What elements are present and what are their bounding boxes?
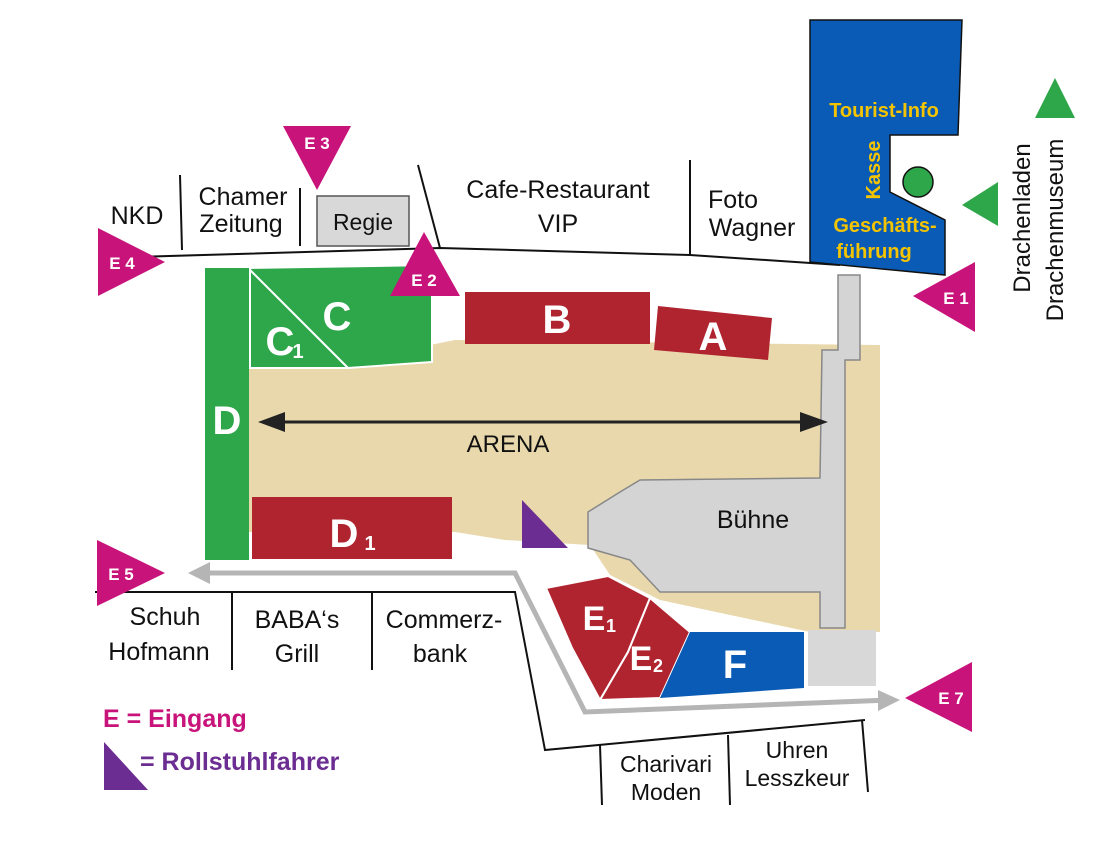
shop-schuh-line2: Hofmann bbox=[108, 638, 209, 666]
drachenladen-arrow bbox=[962, 182, 998, 226]
drachenmuseum-arrow bbox=[1035, 78, 1075, 118]
stage bbox=[587, 274, 861, 629]
entrance-e4-triangle bbox=[98, 228, 165, 296]
entrance-e4-label: E 4 bbox=[109, 254, 135, 273]
arena-label: ARENA bbox=[467, 431, 550, 458]
section-c1-sub: 1 bbox=[292, 341, 303, 363]
section-f[interactable] bbox=[660, 632, 804, 698]
entrance-e1[interactable]: E 1 bbox=[913, 262, 975, 332]
arena-arrow-left-head bbox=[258, 412, 285, 432]
wall-uhren-right bbox=[861, 719, 869, 793]
shop-uhren-line2: Lesszkeur bbox=[745, 765, 850, 791]
walkway-left-head bbox=[188, 562, 210, 584]
shop-chamer-line2: Zeitung bbox=[199, 210, 282, 238]
section-a[interactable] bbox=[654, 306, 772, 360]
legend-rollstuhl: = Rollstuhlfahrer bbox=[140, 748, 340, 776]
walkway-right-head bbox=[878, 690, 900, 711]
section-c1-label: C bbox=[266, 320, 295, 364]
section-a-label: A bbox=[699, 315, 728, 359]
entrance-e2-label: E 2 bbox=[411, 271, 437, 290]
entrance-e5[interactable]: E 5 bbox=[97, 540, 165, 606]
legend-eingang: E = Eingang bbox=[103, 705, 247, 733]
grey-block bbox=[808, 630, 876, 686]
tourist-info-label: Tourist-Info bbox=[829, 100, 939, 122]
shop-uhren-line1: Uhren bbox=[766, 737, 829, 763]
stage-label: Bühne bbox=[717, 506, 789, 534]
wall-charivari-left bbox=[599, 744, 603, 806]
entrance-e5-label: E 5 bbox=[108, 565, 134, 584]
arena-arrow-right-head bbox=[800, 412, 828, 432]
shop-regie: Regie bbox=[333, 209, 393, 235]
section-e2-label: E bbox=[630, 640, 653, 678]
bottom-building-outline bbox=[95, 591, 866, 752]
section-e2[interactable] bbox=[598, 596, 692, 702]
entrance-e1-triangle bbox=[913, 262, 975, 332]
wheelchair-marker bbox=[522, 500, 568, 548]
entrance-e4[interactable]: E 4 bbox=[98, 228, 165, 296]
shop-cafe-line1: Cafe-Restaurant bbox=[466, 176, 649, 204]
shop-schuh-line1: Schuh bbox=[130, 603, 201, 631]
regie-box bbox=[316, 195, 410, 247]
walkway-path bbox=[200, 570, 891, 715]
entrance-e2-triangle bbox=[390, 232, 460, 296]
shop-charivari-line2: Moden bbox=[631, 779, 701, 805]
section-d1-label: D bbox=[330, 512, 359, 556]
section-f-label: F bbox=[723, 643, 747, 687]
geschaeftsfuehrung-line2: führung bbox=[836, 241, 912, 263]
shop-commerz-line1: Commerz- bbox=[386, 606, 503, 634]
wall-nkd-chamer bbox=[179, 174, 183, 251]
wall-charivari-uhren bbox=[727, 734, 731, 806]
section-b-label: B bbox=[543, 298, 572, 342]
tourist-info-building bbox=[809, 19, 963, 276]
shop-chamer-line1: Chamer bbox=[199, 183, 288, 211]
section-c-label: C bbox=[323, 295, 352, 339]
drachenladen-marker bbox=[902, 166, 934, 198]
section-d-label: D bbox=[213, 399, 242, 443]
shop-charivari-line1: Charivari bbox=[620, 751, 712, 777]
legend-wheelchair-icon bbox=[104, 742, 148, 790]
entrance-e3-triangle bbox=[283, 126, 351, 190]
section-e2-sub: 2 bbox=[653, 656, 663, 676]
kasse-label: Kasse bbox=[863, 141, 885, 200]
shop-baba-line2: Grill bbox=[275, 640, 319, 668]
entrance-e2[interactable]: E 2 bbox=[390, 232, 460, 296]
section-c1[interactable] bbox=[249, 267, 351, 369]
section-d[interactable] bbox=[205, 268, 249, 560]
drachenladen-label: Drachenladen bbox=[1009, 143, 1036, 292]
shop-foto-line1: Foto bbox=[708, 186, 758, 214]
wall-regie-cafe bbox=[417, 164, 441, 249]
shop-nkd: NKD bbox=[111, 202, 164, 230]
section-e1-sub: 1 bbox=[606, 616, 616, 636]
top-building-outline bbox=[99, 246, 841, 266]
drachenmuseum-label: Drachenmuseum bbox=[1042, 139, 1069, 322]
entrance-e7-triangle bbox=[905, 662, 972, 732]
shop-baba-line1: BABA‘s bbox=[255, 606, 340, 634]
section-d1-sub: 1 bbox=[364, 533, 375, 555]
geschaeftsfuehrung-line1: Geschäfts- bbox=[833, 215, 936, 237]
shop-foto-line2: Wagner bbox=[709, 214, 796, 242]
entrance-e1-label: E 1 bbox=[943, 289, 969, 308]
entrance-e7[interactable]: E 7 bbox=[905, 662, 972, 732]
shop-cafe-line2: VIP bbox=[538, 210, 578, 238]
entrance-e3-label: E 3 bbox=[304, 134, 330, 153]
section-b[interactable] bbox=[465, 292, 650, 344]
entrance-e7-label: E 7 bbox=[938, 689, 964, 708]
entrance-e3[interactable]: E 3 bbox=[283, 126, 351, 190]
entrance-e5-triangle bbox=[97, 540, 165, 606]
shop-commerz-line2: bank bbox=[413, 640, 468, 668]
section-e1-label: E bbox=[583, 600, 606, 638]
section-d1[interactable] bbox=[252, 497, 452, 559]
